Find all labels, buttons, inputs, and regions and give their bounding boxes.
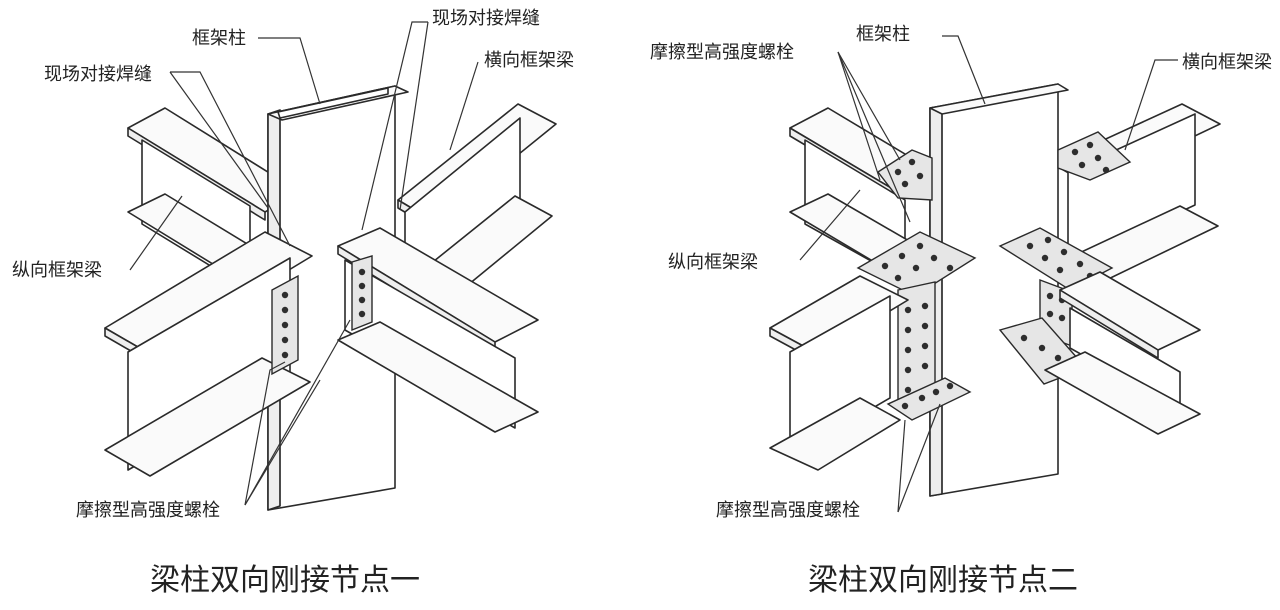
node1-beam-back-left: [127, 107, 301, 297]
node1-label-column: 框架柱: [192, 28, 246, 49]
node1-caption: 梁柱双向刚接节点一: [150, 563, 420, 598]
node1-beam-front-left: [104, 231, 313, 477]
node2-label-transverse-beam: 横向框架梁: [1182, 52, 1272, 73]
node2-label-bolt-top: 摩擦型高强度螺栓: [650, 42, 794, 63]
node1-drawing: [104, 21, 557, 511]
node1-beam-front-right: [337, 227, 539, 433]
node1-column: [267, 85, 409, 511]
node2-bolts: [881, 141, 1110, 410]
node2-beam-front-right: [1044, 271, 1201, 435]
node2-drawing: [769, 35, 1221, 513]
node2-label-bolt-bottom: 摩擦型高强度螺栓: [716, 500, 860, 521]
node2-beam-front-left: [769, 275, 909, 471]
node1-label-bolt: 摩擦型高强度螺栓: [76, 500, 220, 521]
node2-plates-top: [856, 131, 1132, 421]
node1-label-weld-right: 现场对接焊缝: [432, 8, 540, 29]
node2-label-longitudinal-beam: 纵向框架梁: [668, 252, 758, 273]
node2-label-column: 框架柱: [856, 24, 910, 45]
node1-label-longitudinal-beam: 纵向框架梁: [12, 260, 102, 281]
node2-caption: 梁柱双向刚接节点二: [808, 563, 1078, 598]
node1-label-transverse-beam: 横向框架梁: [484, 50, 574, 71]
node1-label-weld-left: 现场对接焊缝: [44, 64, 152, 85]
